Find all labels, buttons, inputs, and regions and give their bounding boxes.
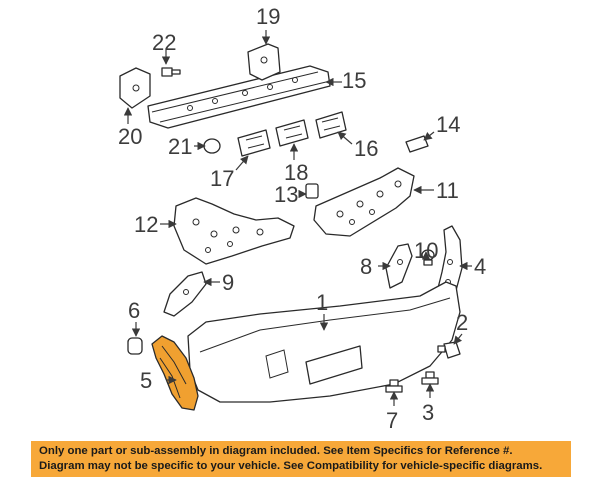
callout-3: 3 [422, 400, 434, 425]
retainer-18-part [275, 119, 309, 147]
screw-3-part [421, 371, 439, 385]
callout-1: 1 [316, 290, 328, 315]
upper-bracket-part [247, 43, 281, 81]
leader-lines [123, 30, 472, 406]
grommet-6-part [127, 337, 143, 355]
bumper-cover-part [187, 281, 461, 403]
reinforcement-bar-part [147, 65, 331, 129]
disclaimer-line-1: Only one part or sub-assembly in diagram… [39, 445, 513, 457]
bolt-2-part [437, 341, 461, 359]
callout-16: 16 [354, 136, 378, 161]
callout-7: 7 [386, 408, 398, 433]
callout-20: 20 [118, 124, 142, 149]
bracket-9-part [163, 271, 207, 317]
callout-2: 2 [456, 310, 468, 335]
clip-21-part [203, 138, 221, 154]
callout-5: 5 [140, 368, 152, 393]
callout-18: 18 [284, 160, 308, 185]
callout-10: 10 [414, 238, 438, 263]
disclaimer-banner: Only one part or sub-assembly in diagram… [31, 441, 571, 477]
callout-11: 11 [436, 178, 459, 203]
callout-12: 12 [134, 212, 158, 237]
callout-14: 14 [436, 112, 460, 137]
clip-13-part [305, 183, 319, 199]
screw-7-part [385, 379, 403, 393]
energy-absorber-right-part [313, 167, 415, 237]
energy-absorber-left-part [173, 197, 295, 265]
retainer-17-part [237, 129, 271, 157]
callout-9: 9 [222, 270, 234, 295]
callout-21: 21 [168, 134, 192, 159]
callout-4: 4 [474, 254, 486, 279]
callout-15: 15 [342, 68, 366, 93]
retainer-16-part [315, 111, 347, 139]
callout-22: 22 [152, 30, 176, 55]
bolt-22-part [161, 67, 181, 77]
callouts: 22 19 15 20 21 14 17 18 16 13 11 12 10 8… [118, 4, 486, 433]
callout-8: 8 [360, 254, 372, 279]
left-bracket-part [119, 67, 151, 109]
callout-17: 17 [210, 166, 234, 191]
callout-13: 13 [274, 182, 298, 207]
bracket-8-part [385, 243, 413, 289]
disclaimer-line-2: Diagram may not be specific to your vehi… [39, 460, 543, 472]
parts-diagram: 22 19 15 20 21 14 17 18 16 13 11 12 10 8… [118, 4, 486, 433]
callout-19: 19 [256, 4, 280, 29]
callout-6: 6 [128, 298, 140, 323]
pad-14-part [405, 135, 429, 153]
